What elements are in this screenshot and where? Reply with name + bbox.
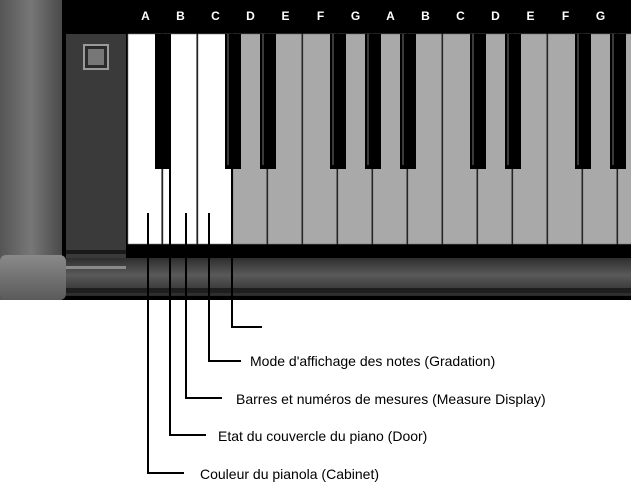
black-key-highlight-8	[402, 34, 404, 165]
left-end-cap	[0, 0, 62, 300]
callout-line-gradation	[208, 213, 241, 362]
note-label-9: B	[421, 9, 430, 23]
note-label-12: E	[526, 9, 534, 23]
note-label-10: C	[456, 9, 465, 23]
black-key-highlight-11	[507, 34, 509, 165]
callout-label-measure: Barres et numéros de mesures (Measure Di…	[236, 391, 546, 407]
note-label-1: A	[141, 9, 150, 23]
callout-line-measure	[185, 213, 222, 399]
callout-lines	[147, 150, 262, 474]
note-label-6: F	[317, 9, 324, 23]
callout-label-door: Etat du couvercle du piano (Door)	[218, 428, 427, 444]
side-panel	[66, 34, 126, 258]
black-key-1[interactable]	[155, 34, 171, 169]
panel-button-face	[88, 49, 104, 65]
cabinet-rail-lip	[66, 288, 631, 293]
black-key-highlight-4	[262, 34, 264, 165]
note-label-13: F	[562, 9, 569, 23]
callout-line-door	[169, 150, 206, 436]
black-key-highlight-7	[367, 34, 369, 165]
black-key-highlight-14	[612, 34, 614, 165]
note-labels: ABCDEFGABCDEFGA	[141, 9, 605, 23]
black-key-highlight-3	[227, 34, 229, 165]
callout-label-cabinet: Couleur du pianola (Cabinet)	[200, 466, 379, 482]
black-key-highlight-13	[577, 34, 579, 165]
callout-line-gradation-extra	[231, 150, 262, 328]
note-label-11: D	[491, 9, 500, 23]
note-label-2: B	[176, 9, 185, 23]
note-label-3: C	[211, 9, 220, 23]
note-label-5: E	[281, 9, 289, 23]
side-panel-divider	[66, 250, 126, 254]
black-key-highlight-6	[332, 34, 334, 165]
note-label-14: G	[596, 9, 605, 23]
note-label-8: A	[386, 9, 395, 23]
callout-line-cabinet	[147, 213, 184, 474]
callout-label-gradation: Mode d'affichage des notes (Gradation)	[250, 353, 495, 369]
note-label-7: G	[351, 9, 360, 23]
black-keys	[155, 34, 626, 169]
cabinet-rail-highlight	[66, 266, 126, 269]
note-label-4: D	[246, 9, 255, 23]
black-key-highlight-10	[472, 34, 474, 165]
left-end-cap-bevel	[0, 255, 66, 300]
